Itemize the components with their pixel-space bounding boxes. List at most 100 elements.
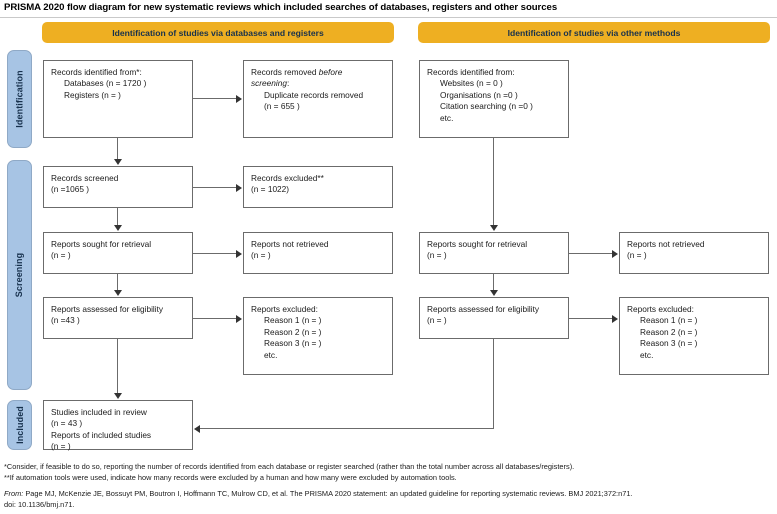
stage-label-included: Included [14, 406, 25, 444]
arrowhead-screened-to-excluded [236, 183, 242, 192]
box-line: Organisations (n =0 ) [440, 89, 518, 100]
connector-identified-to-screened [117, 138, 119, 160]
box-line: (n = 43 ) [51, 418, 83, 429]
box-reports-assessed-for-eligibility-other: Reports assessed for eligibility (n = ) [419, 297, 569, 339]
box-line: Websites (n = 0 ) [440, 78, 503, 89]
box-line: (n = ) [251, 250, 271, 261]
connector-assessed-to-excluded-databases [193, 318, 237, 320]
connector-sought-to-notretrieved-databases [193, 253, 237, 255]
box-reports-excluded-other: Reports excluded: Reason 1 (n = ) Reason… [619, 297, 769, 375]
box-line: etc. [440, 112, 454, 123]
box-line: Records excluded** [251, 173, 324, 183]
connector-sought-to-notretrieved-other [569, 253, 613, 255]
box-line: (n = ) [427, 315, 447, 326]
box-line: Reports assessed for eligibility [51, 304, 164, 314]
arrowhead-sought-to-notretrieved-other [612, 249, 618, 258]
box-line: Duplicate records removed [264, 89, 364, 100]
box-line: (n = 1022) [251, 184, 290, 195]
box-line: Reports of included studies [51, 429, 152, 440]
box-line: (n = ) [51, 250, 71, 261]
box-line: (n = ) [51, 441, 71, 452]
stage-bar-included: Included [7, 400, 32, 450]
connector-sought-to-assessed-databases [117, 274, 119, 291]
box-line: (n = 655 ) [264, 101, 300, 112]
box-studies-included-in-review: Studies included in review (n = 43 ) Rep… [43, 400, 193, 452]
box-line: Reason 3 (n = ) [264, 338, 322, 349]
page-title: PRISMA 2020 flow diagram for new systema… [4, 2, 558, 13]
box-line: Registers (n = ) [64, 89, 121, 100]
arrowhead-identified-to-removed [236, 94, 242, 103]
citation-prefix: From: [4, 489, 24, 498]
box-reports-not-retrieved-databases: Reports not retrieved (n = ) [243, 232, 393, 274]
box-line: Reports not retrieved [627, 239, 705, 249]
box-line: Records identified from: [427, 67, 515, 77]
box-line: (n =1065 ) [51, 184, 90, 195]
connector-identified-other-to-sought [493, 138, 495, 226]
box-text-emphasis: screening [251, 78, 287, 89]
box-line: (n =43 ) [51, 315, 80, 326]
box-line: Reports sought for retrieval [51, 239, 152, 249]
column-header-databases: Identification of studies via databases … [42, 22, 394, 43]
arrowhead-screened-to-sought [113, 225, 122, 231]
box-line: Reason 3 (n = ) [640, 338, 698, 349]
box-line: etc. [640, 349, 654, 360]
column-header-other-methods: Identification of studies via other meth… [418, 22, 770, 43]
box-records-screened: Records screened (n =1065 ) [43, 166, 193, 208]
footnotes: *Consider, if feasible to do so, reporti… [4, 462, 772, 483]
box-line: etc. [264, 349, 278, 360]
box-reports-sought-for-retrieval-databases: Reports sought for retrieval (n = ) [43, 232, 193, 274]
connector-identified-to-removed [193, 98, 237, 100]
box-line: Reason 1 (n = ) [264, 315, 322, 326]
box-line: Databases (n = 1720 ) [64, 78, 147, 89]
box-line: (n = ) [627, 250, 647, 261]
box-reports-assessed-for-eligibility-databases: Reports assessed for eligibility (n =43 … [43, 297, 193, 339]
box-line: screening: [251, 78, 385, 89]
box-line: Reports sought for retrieval [427, 239, 528, 249]
box-text: Records removed [251, 67, 319, 77]
box-text: : [286, 78, 290, 89]
arrowhead-other-to-included [194, 424, 200, 433]
arrowhead-assessed-to-excluded-databases [236, 314, 242, 323]
arrowhead-assessed-to-excluded-other [612, 314, 618, 323]
box-line: Reason 2 (n = ) [264, 326, 322, 337]
footnote-single-star: *Consider, if feasible to do so, reporti… [4, 462, 575, 471]
box-text-emphasis: before [318, 67, 343, 77]
citation: From: Page MJ, McKenzie JE, Bossuyt PM, … [4, 489, 772, 510]
box-line: Reports assessed for eligibility [427, 304, 540, 314]
arrowhead-sought-to-assessed-databases [113, 290, 122, 296]
box-line: (n = ) [427, 250, 447, 261]
connector-sought-to-assessed-other [493, 274, 495, 291]
box-line: Records screened [51, 173, 119, 183]
box-records-identified-databases: Records identified from*: Databases (n =… [43, 60, 193, 138]
arrowhead-assessed-to-included [113, 393, 122, 399]
connector-screened-to-excluded [193, 187, 237, 189]
connector-assessed-to-excluded-other [569, 318, 613, 320]
citation-text: Page MJ, McKenzie JE, Bossuyt PM, Boutro… [23, 489, 633, 498]
box-line: Citation searching (n =0 ) [440, 101, 533, 112]
connector-screened-to-sought [117, 208, 119, 226]
arrowhead-sought-to-assessed-other [489, 290, 498, 296]
box-line: Reports excluded: [627, 304, 694, 314]
box-line: Reason 2 (n = ) [640, 326, 698, 337]
arrowhead-identified-other-to-sought [489, 225, 498, 231]
box-line: Records identified from*: [51, 67, 142, 77]
stage-label-screening: Screening [14, 252, 25, 298]
box-line: Reports excluded: [251, 304, 318, 314]
title-divider [0, 17, 777, 18]
stage-bar-screening: Screening [7, 160, 32, 390]
box-reports-not-retrieved-other: Reports not retrieved (n = ) [619, 232, 769, 274]
box-reports-sought-for-retrieval-other: Reports sought for retrieval (n = ) [419, 232, 569, 274]
box-records-excluded: Records excluded** (n = 1022) [243, 166, 393, 208]
stage-bar-identification: Identification [7, 50, 32, 148]
citation-doi: doi: 10.1136/bmj.n71. [4, 499, 75, 509]
connector-assessed-other-to-included-horizontal [200, 428, 494, 430]
box-line: Reports not retrieved [251, 239, 329, 249]
connector-assessed-to-included [117, 339, 119, 394]
box-records-identified-other-methods: Records identified from: Websites (n = 0… [419, 60, 569, 138]
box-line: Studies included in review [51, 407, 147, 417]
citation-line: From: Page MJ, McKenzie JE, Bossuyt PM, … [4, 489, 772, 500]
box-line: Reason 1 (n = ) [640, 315, 698, 326]
arrowhead-sought-to-notretrieved-databases [236, 249, 242, 258]
footnote-double-star: **If automation tools were used, indicat… [4, 472, 457, 482]
box-line: Records removed before [251, 67, 385, 78]
